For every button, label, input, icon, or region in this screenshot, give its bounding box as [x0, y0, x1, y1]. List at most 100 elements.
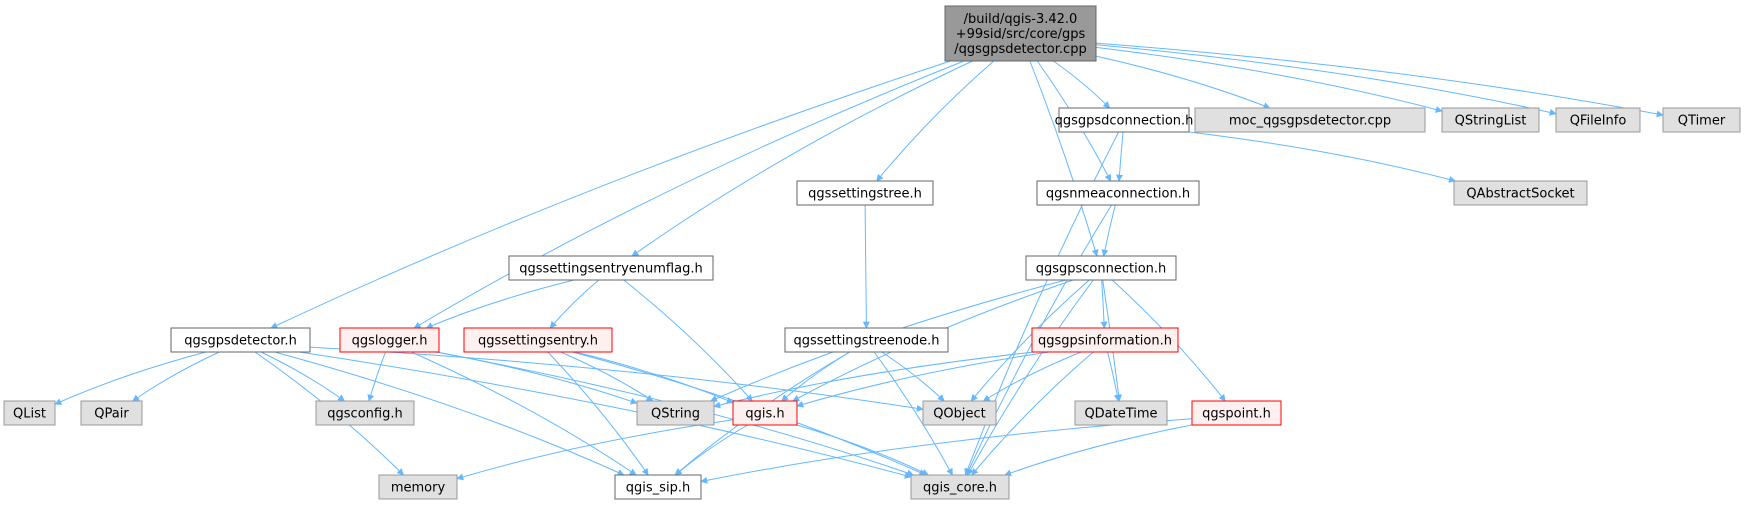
node-qgis_core[interactable]: qgis_core.h: [910, 474, 1010, 500]
node-qlist[interactable]: QList: [3, 400, 56, 426]
edge-qgssettingsentry-to-qgis_sip: [547, 351, 649, 476]
edge-qgspoint-to-qgis_sip: [700, 418, 1193, 484]
nodes-layer: /build/qgis-3.42.0+99sid/src/core/gps/qg…: [3, 5, 1741, 500]
node-label: qgssettingsentryenumflag.h: [519, 262, 702, 277]
node-label: qgis_core.h: [923, 481, 997, 496]
node-qgslogger[interactable]: qgslogger.h: [339, 327, 440, 353]
node-qgis[interactable]: qgis.h: [732, 400, 798, 426]
edge-root-to-moc: [1095, 55, 1271, 109]
node-label: QPair: [94, 407, 129, 422]
node-box-qgssettingstreenode[interactable]: [784, 327, 949, 353]
node-label: qgsgpsinformation.h: [1038, 334, 1172, 349]
node-qfileinfo[interactable]: QFileInfo: [1555, 107, 1641, 133]
node-box-qgsgpsdconnection[interactable]: [1058, 107, 1190, 133]
node-box-qgslogger[interactable]: [339, 327, 440, 353]
node-box-qlist[interactable]: [3, 400, 56, 426]
node-qdatetime[interactable]: QDateTime: [1074, 400, 1168, 426]
node-box-root[interactable]: [944, 5, 1097, 62]
node-qtimer[interactable]: QTimer: [1662, 107, 1741, 133]
edge-root-to-qgssettingsentryenumflag: [631, 60, 973, 257]
node-box-qgsconfig[interactable]: [315, 400, 415, 426]
edge-qgis-to-memory: [456, 419, 734, 481]
node-root[interactable]: /build/qgis-3.42.0+99sid/src/core/gps/qg…: [944, 5, 1097, 62]
edge-root-to-qgssettingstree: [876, 60, 995, 182]
node-box-qgsgpsdetector_h[interactable]: [170, 327, 311, 353]
node-label: qgssettingsentry.h: [478, 334, 598, 349]
edge-qgssettingsentry-to-qgis: [575, 351, 734, 404]
edge-root-to-qgslogger: [413, 60, 965, 329]
node-label: /build/qgis-3.42.0: [964, 12, 1078, 27]
node-qgis_sip[interactable]: qgis_sip.h: [614, 474, 702, 500]
node-qgssettingsentry[interactable]: qgssettingsentry.h: [463, 327, 613, 353]
node-moc[interactable]: moc_qgsgpsdetector.cpp: [1194, 107, 1426, 133]
node-box-qgspoint[interactable]: [1191, 400, 1282, 426]
edge-root-to-qgsgpsconnection: [1029, 60, 1099, 257]
node-label: qgsconfig.h: [327, 407, 402, 422]
edge-qgspoint-to-qgis_core: [1004, 424, 1193, 477]
edge-qgsgpsdetector_h-to-qobject: [309, 346, 924, 412]
edge-qgslogger-to-qgsconfig: [367, 351, 386, 402]
node-box-qobject[interactable]: [922, 400, 997, 426]
node-label: qgslogger.h: [352, 334, 428, 349]
node-label: QFileInfo: [1570, 114, 1627, 129]
node-memory[interactable]: memory: [378, 474, 458, 500]
edge-qgsgpsdetector_h-to-qgis_sip: [274, 351, 625, 476]
edge-qgsgpsconnection-to-qgis_core: [967, 279, 1094, 476]
node-qgsgpsdconnection[interactable]: qgsgpsdconnection.h: [1055, 107, 1194, 133]
node-qstring[interactable]: QString: [636, 400, 715, 426]
node-label: QTimer: [1678, 114, 1726, 129]
node-label: moc_qgsgpsdetector.cpp: [1229, 114, 1391, 129]
node-label: qgspoint.h: [1202, 407, 1271, 422]
edge-qgssettingstreenode-to-qgis_core: [873, 351, 953, 476]
node-box-qdatetime[interactable]: [1074, 400, 1168, 426]
node-box-qgssettingstree[interactable]: [796, 180, 934, 206]
node-qgspoint[interactable]: qgspoint.h: [1191, 400, 1282, 426]
node-box-qpair[interactable]: [80, 400, 143, 426]
node-box-qgis[interactable]: [732, 400, 798, 426]
node-box-moc[interactable]: [1194, 107, 1426, 133]
node-label: /qgsgpsdetector.cpp: [954, 42, 1086, 57]
node-label: QList: [13, 407, 46, 422]
node-box-qstringlist[interactable]: [1441, 107, 1540, 133]
node-qgsgpsinformation[interactable]: qgsgpsinformation.h: [1031, 327, 1179, 353]
node-qstringlist[interactable]: QStringList: [1441, 107, 1540, 133]
node-box-qgssettingsentry[interactable]: [463, 327, 613, 353]
node-box-memory[interactable]: [378, 474, 458, 500]
node-qgssettingstree[interactable]: qgssettingstree.h: [796, 180, 934, 206]
edge-qgsgpsdconnection-to-qgsnmeaconnection: [1115, 131, 1124, 182]
node-qpair[interactable]: QPair: [80, 400, 143, 426]
node-qgsgpsconnection[interactable]: qgsgpsconnection.h: [1025, 255, 1177, 281]
node-qabstractsocket[interactable]: QAbstractSocket: [1453, 180, 1588, 206]
node-label: qgssettingstreenode.h: [793, 334, 939, 349]
node-qgssettingstreenode[interactable]: qgssettingstreenode.h: [784, 327, 949, 353]
edge-qgsgpsdetector_h-to-qgsconfig: [260, 351, 346, 402]
node-label: qgsgpsdconnection.h: [1055, 114, 1194, 129]
node-qgsnmeaconnection[interactable]: qgsnmeaconnection.h: [1036, 180, 1200, 206]
node-box-qgis_core[interactable]: [910, 474, 1010, 500]
edge-qgssettingsentryenumflag-to-qgslogger: [425, 279, 575, 329]
edge-qgssettingsentryenumflag-to-qgssettingsentry: [549, 279, 600, 329]
node-box-qgsnmeaconnection[interactable]: [1036, 180, 1200, 206]
node-qgsconfig[interactable]: qgsconfig.h: [315, 400, 415, 426]
node-label: qgis.h: [745, 407, 784, 422]
node-qgsgpsdetector_h[interactable]: qgsgpsdetector.h: [170, 327, 311, 353]
edge-root-to-qgsgpsdetector_h: [270, 60, 951, 329]
node-box-qgsgpsconnection[interactable]: [1025, 255, 1177, 281]
node-box-qtimer[interactable]: [1662, 107, 1741, 133]
node-box-qgis_sip[interactable]: [614, 474, 702, 500]
node-box-qabstractsocket[interactable]: [1453, 180, 1588, 206]
edge-qgslogger-to-qgis_sip: [411, 351, 637, 476]
node-label: QStringList: [1455, 114, 1527, 129]
edge-qgsgpsdetector_h-to-qgis_core: [299, 351, 912, 479]
node-label: +99sid/src/core/gps: [956, 27, 1086, 42]
node-box-qstring[interactable]: [636, 400, 715, 426]
node-qobject[interactable]: QObject: [922, 400, 997, 426]
node-box-qgssettingsentryenumflag[interactable]: [508, 255, 714, 281]
node-box-qfileinfo[interactable]: [1555, 107, 1641, 133]
node-label: QString: [651, 407, 700, 422]
node-label: QDateTime: [1084, 407, 1157, 422]
node-qgssettingsentryenumflag[interactable]: qgssettingsentryenumflag.h: [508, 255, 714, 281]
node-box-qgsgpsinformation[interactable]: [1031, 327, 1179, 353]
edge-qgis-to-qgis_core: [796, 424, 930, 476]
